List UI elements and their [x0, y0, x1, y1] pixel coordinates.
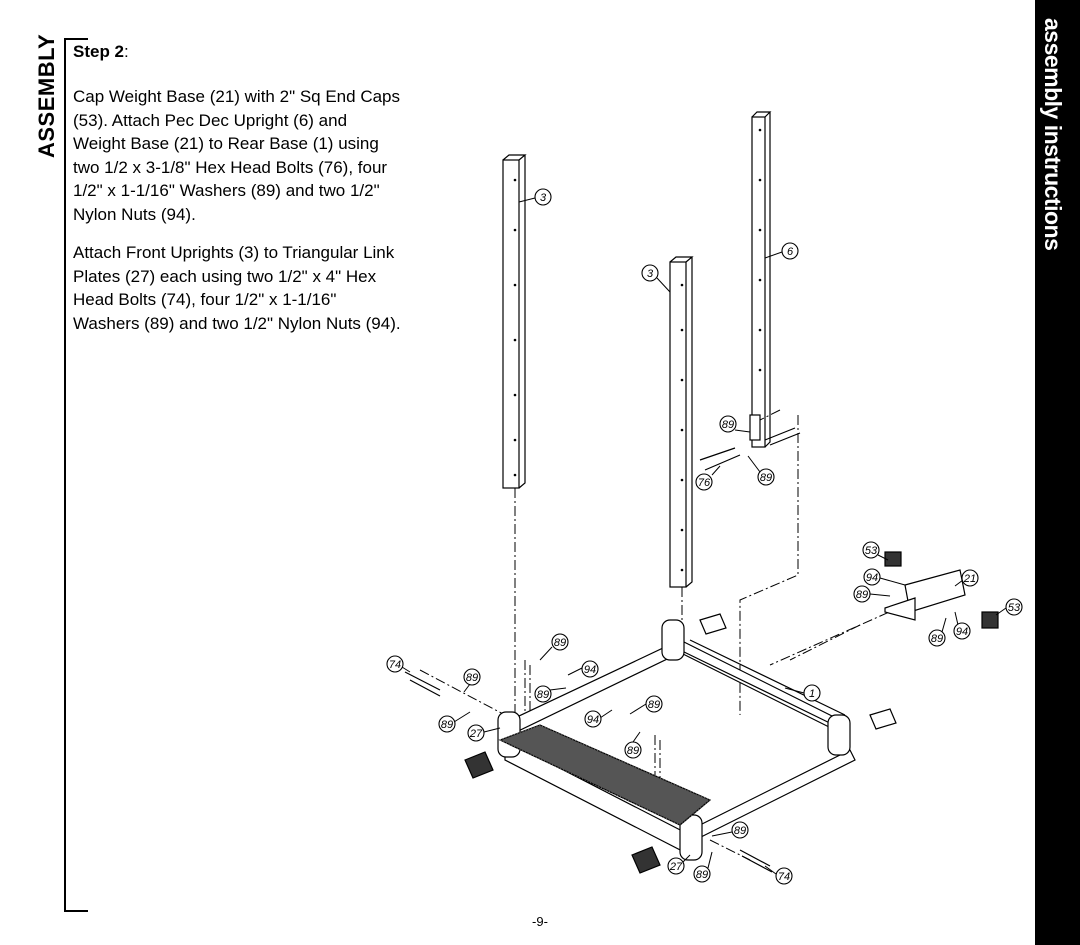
svg-text:89: 89	[760, 472, 772, 484]
svg-text:21: 21	[963, 573, 976, 585]
svg-text:89: 89	[554, 637, 566, 649]
svg-text:94: 94	[587, 714, 599, 726]
callout-endcap-right: 53	[995, 598, 1023, 616]
callout-washer-top-right: 89	[747, 455, 775, 486]
callouts: 3 3 6 89 76 89 53 94 21 89 53 89 94 1 74…	[386, 188, 1023, 885]
callout-washer-left-upper: 89	[463, 668, 481, 693]
chapter-title: assembly instructions	[1040, 18, 1066, 251]
svg-text:27: 27	[669, 861, 683, 873]
step-heading: Step 2:	[73, 42, 129, 62]
callout-weight-base: 21	[954, 569, 979, 587]
svg-text:74: 74	[778, 871, 790, 883]
step-label: Step 2	[73, 42, 125, 61]
svg-text:89: 89	[537, 689, 549, 701]
callout-nut-base-left: 94	[863, 568, 906, 586]
callout-washer-front-bottom: 89	[693, 851, 713, 883]
svg-text:74: 74	[389, 659, 401, 671]
svg-text:94: 94	[584, 664, 596, 676]
callout-washer-center-upper: 89	[629, 695, 663, 715]
callout-upright-mid: 3	[641, 264, 671, 293]
svg-text:89: 89	[466, 672, 478, 684]
callout-washer-top: 89	[719, 415, 751, 433]
callout-washer-mid-upper: 89	[539, 633, 569, 661]
callout-bolt-top: 76	[695, 465, 721, 491]
callout-rear-base: 1	[784, 684, 821, 702]
callout-washer-center-lower: 89	[624, 731, 642, 759]
weight-base	[884, 551, 999, 629]
svg-text:27: 27	[469, 728, 483, 740]
callout-washer-mid-lower: 89	[534, 685, 567, 703]
svg-text:94: 94	[866, 572, 878, 584]
svg-text:89: 89	[931, 633, 943, 645]
svg-text:53: 53	[1008, 602, 1021, 614]
callout-endcap-top: 53	[862, 541, 889, 561]
callout-nut-base-right: 94	[953, 611, 971, 640]
svg-text:6: 6	[787, 246, 794, 258]
chapter-side-bar	[1035, 0, 1080, 945]
svg-text:89: 89	[734, 825, 746, 837]
callout-washer-front-right: 89	[711, 821, 749, 839]
front-upright-middle	[669, 256, 694, 588]
instruction-paragraph-2: Attach Front Uprights (3) to Triangular …	[73, 243, 401, 333]
callout-bolt-left: 74	[386, 655, 411, 673]
callout-nut-mid: 94	[567, 660, 599, 678]
step-suffix: :	[124, 42, 129, 61]
svg-text:1: 1	[809, 688, 815, 700]
svg-text:3: 3	[540, 192, 547, 204]
front-upright-left	[502, 154, 527, 489]
page-number: -9-	[532, 914, 548, 929]
base-frame	[464, 613, 897, 874]
svg-text:3: 3	[647, 268, 654, 280]
callout-bolt-front: 74	[764, 865, 793, 885]
svg-text:76: 76	[698, 477, 711, 489]
svg-text:89: 89	[441, 719, 453, 731]
instruction-paragraph-1: Cap Weight Base (21) with 2" Sq End Caps…	[73, 87, 401, 224]
callout-washer-base-right: 89	[928, 617, 947, 647]
svg-text:89: 89	[627, 745, 639, 757]
section-bracket	[64, 38, 88, 912]
svg-text:89: 89	[722, 419, 734, 431]
svg-text:89: 89	[648, 699, 660, 711]
mesh-platform	[498, 724, 712, 826]
hardware-bolts	[404, 447, 773, 873]
callout-nut-center: 94	[584, 709, 613, 728]
pec-dec-upright	[749, 111, 801, 448]
callout-washer-base-left: 89	[853, 585, 891, 603]
callout-upright-left: 3	[518, 188, 552, 206]
svg-text:89: 89	[696, 869, 708, 881]
callout-pec-dec-upright: 6	[764, 242, 799, 260]
callout-link-plate-front: 27	[667, 854, 691, 875]
svg-text:94: 94	[956, 626, 968, 638]
callout-link-plate-left: 27	[467, 724, 501, 742]
svg-text:89: 89	[856, 589, 868, 601]
callout-washer-left-lower: 89	[438, 711, 471, 733]
svg-text:53: 53	[865, 545, 878, 557]
